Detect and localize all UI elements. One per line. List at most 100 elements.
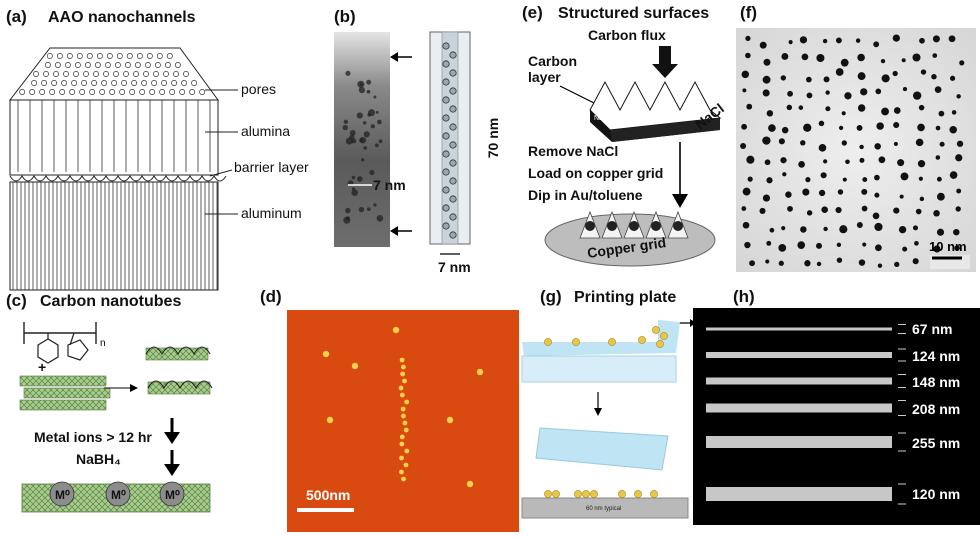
tem-dot bbox=[949, 75, 956, 81]
tem-dot bbox=[744, 241, 751, 249]
tem-particle bbox=[343, 119, 349, 124]
tem-dot bbox=[740, 143, 747, 150]
tem-dot bbox=[841, 140, 847, 146]
tem-dot bbox=[742, 88, 747, 93]
tem-dot bbox=[858, 259, 866, 266]
tem-dot bbox=[762, 75, 771, 84]
afm-particle bbox=[398, 385, 404, 391]
tem-dot bbox=[835, 206, 842, 214]
pore bbox=[86, 53, 93, 59]
tem-dot bbox=[836, 242, 842, 248]
callout-barrier: barrier layer bbox=[234, 159, 309, 175]
pore bbox=[114, 62, 121, 68]
tem-dot bbox=[781, 53, 789, 60]
step-remove-nacl: Remove NaCl bbox=[528, 143, 618, 159]
tem-particle bbox=[378, 139, 383, 144]
anhydride-ring bbox=[67, 339, 89, 361]
plus-sign: + bbox=[38, 359, 46, 375]
tem-particle bbox=[351, 175, 356, 180]
polymer-wrap bbox=[145, 346, 211, 356]
tem-dot bbox=[894, 261, 900, 268]
tem-dot bbox=[919, 196, 925, 202]
tem-dot bbox=[799, 36, 808, 44]
tem-dot bbox=[861, 205, 868, 212]
panel-d: (d) 500nm bbox=[260, 287, 519, 532]
tem-dot bbox=[919, 37, 925, 44]
tem-dot bbox=[823, 159, 828, 164]
callout-aluminum: aluminum bbox=[241, 205, 302, 221]
tem-dot bbox=[787, 90, 793, 97]
metal-particle bbox=[159, 481, 185, 507]
tem-dot bbox=[816, 261, 822, 267]
panel-e-label: (e) bbox=[522, 3, 543, 22]
afm-particle bbox=[322, 350, 330, 358]
tem-particle bbox=[363, 131, 370, 138]
pore bbox=[69, 89, 76, 95]
nacl-front bbox=[610, 118, 720, 142]
channel-particle bbox=[442, 78, 450, 86]
tem-dot bbox=[764, 159, 771, 166]
polymer-bracket bbox=[23, 322, 97, 344]
tem-dot bbox=[956, 188, 962, 194]
tem-dot bbox=[873, 41, 880, 48]
gold-particle bbox=[618, 490, 626, 498]
tem-dot bbox=[874, 192, 880, 198]
width-label-1: 124 nm bbox=[912, 348, 960, 364]
panel-h-label: (h) bbox=[733, 287, 755, 306]
step-dip-au: Dip in Au/toluene bbox=[528, 187, 643, 203]
nanowire-5 bbox=[706, 487, 892, 501]
tem-dot bbox=[806, 210, 813, 216]
tem-dot bbox=[766, 110, 774, 117]
tem-dot bbox=[806, 76, 812, 83]
pore bbox=[31, 80, 38, 86]
tem-dot bbox=[801, 53, 809, 61]
tem-dot bbox=[841, 111, 846, 116]
afm-particle bbox=[399, 357, 405, 363]
flux-arrow-head bbox=[652, 64, 678, 78]
tem-dot bbox=[856, 124, 863, 131]
tem-dot bbox=[861, 188, 868, 195]
afm-particle bbox=[403, 427, 409, 433]
tem-dot bbox=[759, 207, 766, 214]
tem-dot bbox=[769, 227, 775, 233]
pore bbox=[156, 53, 163, 59]
pore bbox=[109, 89, 116, 95]
channel-particle bbox=[449, 141, 457, 149]
pore bbox=[66, 53, 73, 59]
panel-a-label: (a) bbox=[6, 7, 27, 26]
tem-dot bbox=[874, 174, 880, 181]
pore bbox=[54, 62, 61, 68]
tem-dot bbox=[837, 189, 844, 195]
channel-particle bbox=[449, 87, 457, 95]
channel-particles bbox=[442, 42, 457, 239]
tem-particle bbox=[373, 203, 377, 207]
tem-particle bbox=[375, 110, 379, 114]
pore bbox=[134, 62, 141, 68]
tem-dot bbox=[920, 69, 927, 75]
tem-dot bbox=[803, 123, 812, 132]
scalebar-d-label: 500nm bbox=[306, 487, 350, 503]
tem-particle bbox=[351, 189, 359, 196]
pore bbox=[44, 62, 51, 68]
afm-particle bbox=[392, 326, 400, 334]
substrate-particles bbox=[544, 490, 658, 498]
printing-plate-base bbox=[521, 355, 677, 383]
tem-dot bbox=[763, 58, 771, 66]
tem-particle bbox=[345, 216, 350, 221]
tem-dot bbox=[766, 240, 772, 246]
tem-dot bbox=[782, 172, 787, 177]
tem-dot bbox=[939, 141, 945, 147]
tem-particle bbox=[349, 130, 356, 136]
step-metal-ions: Metal ions > 12 hr bbox=[34, 429, 152, 445]
tem-dot bbox=[955, 154, 963, 162]
tem-dot bbox=[933, 209, 940, 217]
tem-dot bbox=[936, 192, 945, 201]
tem-dot bbox=[934, 86, 942, 93]
tem-dot bbox=[932, 35, 940, 43]
pore bbox=[124, 62, 131, 68]
tem-dot bbox=[797, 241, 806, 249]
tem-dot bbox=[742, 221, 750, 229]
afm-particle bbox=[446, 416, 454, 424]
width-label: 7 nm bbox=[373, 177, 406, 193]
carbon-layer-pointer bbox=[559, 85, 597, 105]
